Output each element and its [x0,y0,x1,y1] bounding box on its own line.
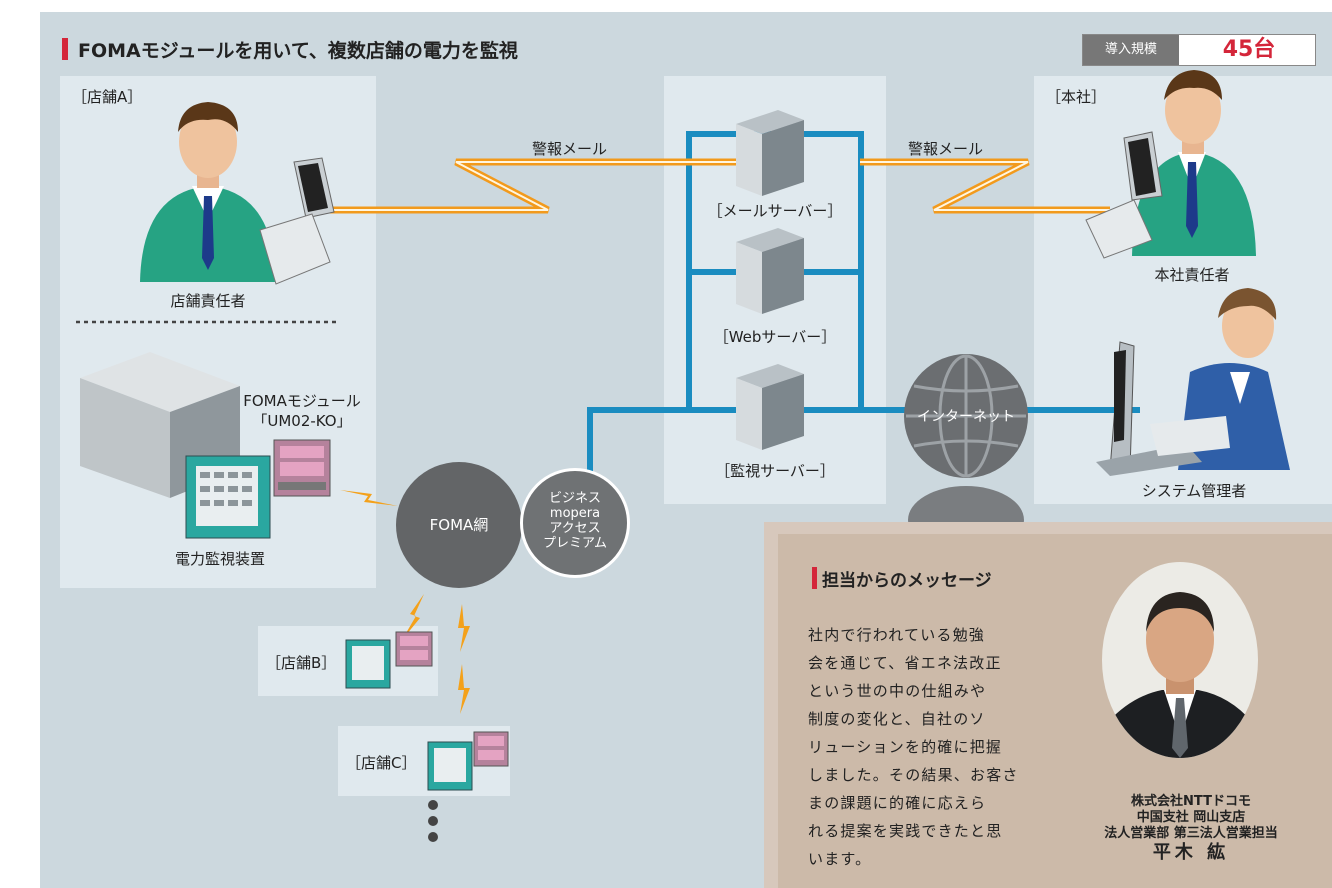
store-b-devices [345,631,433,689]
more-stores-dot-2 [428,816,438,826]
hq-manager-phone [1085,131,1163,259]
business-access-node: ビジネス mopera アクセス プレミアム [520,468,630,578]
business-access-line-4: プレミアム [542,536,608,551]
message-title: 担当からのメッセージ [822,571,992,591]
message-accent-bar [812,567,817,589]
business-access-line-1: ビジネス [548,491,601,506]
system-admin-figure [1096,288,1290,476]
store-a-label: ［店舗A］ [72,88,143,106]
staff-portrait [1102,562,1258,758]
message-line-4: 制度の変化と、自社のソ [808,710,986,728]
staff-branch: 中国支社 岡山支店 [1136,810,1246,825]
foma-network-label: FOMA網 [429,516,489,534]
power-meter-device [185,455,271,539]
staff-name: 平木 紘 [1152,842,1230,863]
staff-department: 法人営業部 第三法人営業担当 [1104,826,1278,841]
store-c-devices [427,731,509,791]
store-manager-label: 店舗責任者 [170,292,246,310]
web-server-tower [736,228,804,314]
message-line-3: という世の中の仕組みや [808,682,987,700]
internet-globe [904,354,1028,478]
message-line-1: 社内で行われている勉強 [808,626,986,644]
monitor-server-label: ［監視サーバー］ [715,462,835,480]
scale-badge: 導入規模 45台 [1082,34,1316,66]
foma-network-node: FOMA網 [396,462,522,588]
scale-label: 導入規模 [1083,35,1179,65]
mail-server-tower [736,110,804,196]
scale-separator [1179,35,1181,65]
message-line-6: しました。その結果、お客さ [808,766,1019,784]
business-access-line-2: mopera [549,506,601,521]
wireless-bolts [340,490,470,714]
web-server-label: ［Webサーバー］ [713,328,837,346]
message-line-8: れる提案を実践できたと思 [808,822,1003,840]
sys-admin-label: システム管理者 [1141,482,1247,500]
title-accent-bar [62,38,68,60]
staff-company: 株式会社NTTドコモ [1131,794,1251,809]
message-line-9: います。 [808,850,872,868]
network-cables [587,131,1140,482]
page-title: FOMAモジュールを用いて、複数店舗の電力を監視 [78,40,518,62]
store-c-label: ［店舗C］ [346,754,417,772]
message-line-2: 会を通じて、省エネ法改正 [808,654,1002,672]
foma-module-device [273,439,331,497]
alert-mail-label-right: 警報メール [908,140,984,158]
hq-label: ［本社］ [1046,88,1107,106]
foma-module-label-2: 「UM02-KO」 [252,412,352,430]
more-stores-dot-1 [428,800,438,810]
store-b-label: ［店舗B］ [266,654,337,672]
hq-manager-figure [1132,70,1256,256]
hq-manager-label: 本社責任者 [1154,266,1230,284]
scale-value: 45台 [1222,37,1276,62]
store-manager-figure [140,102,276,282]
business-access-line-3: アクセス [549,521,601,536]
message-line-5: リューションを的確に把握 [808,738,1003,756]
alert-mail-label-left: 警報メール [532,140,608,158]
mail-server-label: ［メールサーバー］ [707,202,843,220]
monitor-server-tower [736,364,804,450]
mail-path-inner [328,161,1110,211]
message-line-7: まの課題に的確に応えら [808,794,987,812]
more-stores-dot-3 [428,832,438,842]
store-manager-phone [259,157,335,285]
internet-label: インターネット [917,409,1015,425]
power-device-label: 電力監視装置 [174,550,265,568]
foma-module-label-1: FOMAモジュール [243,392,361,410]
